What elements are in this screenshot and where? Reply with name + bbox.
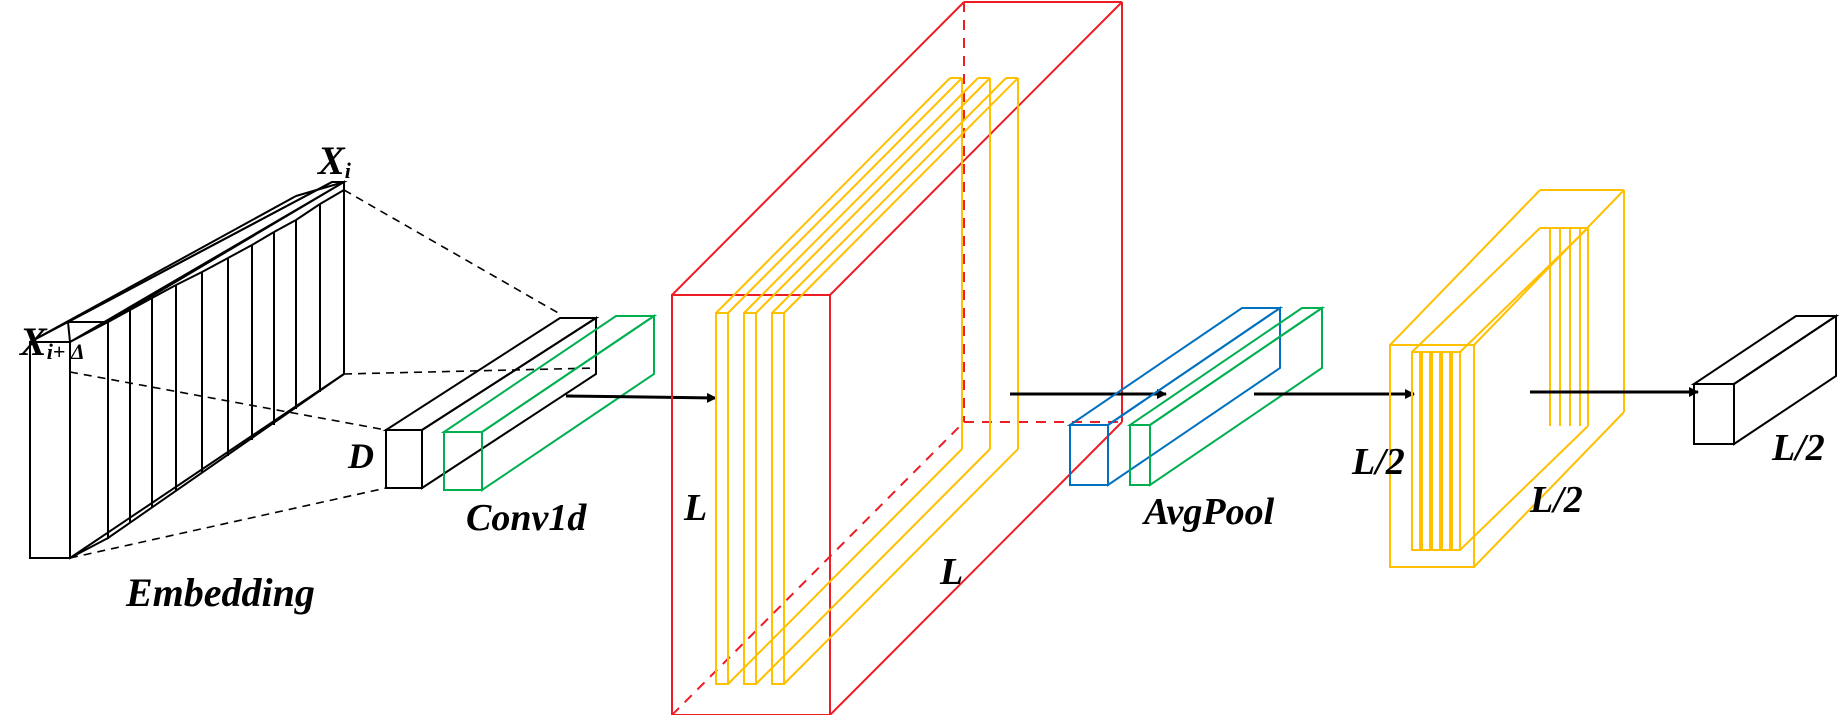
pooled-feature-box bbox=[1389, 189, 1625, 568]
arrow-conv-to-feature bbox=[565, 392, 717, 403]
label-d: D bbox=[347, 436, 374, 476]
label-l2-right: L/2 bbox=[1771, 427, 1825, 469]
label-xi: Xi bbox=[316, 138, 352, 183]
label-embedding: Embedding bbox=[125, 570, 315, 615]
output-block bbox=[1690, 314, 1840, 446]
label-l-bottom: L bbox=[939, 551, 963, 593]
label-l2-mid: L/2 bbox=[1529, 479, 1583, 521]
d-block bbox=[382, 316, 600, 490]
label-avgpool: AvgPool bbox=[1142, 491, 1275, 533]
label-conv1d: Conv1d bbox=[466, 497, 587, 539]
avgpool-green-block bbox=[1126, 306, 1326, 487]
avgpool-blue-block bbox=[1066, 306, 1284, 487]
feature-slabs bbox=[715, 77, 1019, 685]
projection-lines bbox=[69, 189, 597, 559]
label-l-front: L bbox=[683, 487, 707, 529]
feature-map-box bbox=[671, 1, 1123, 715]
conv1d-block bbox=[440, 314, 658, 492]
embedding-block bbox=[29, 180, 348, 560]
label-xi-delta: Xi+ Δ bbox=[18, 319, 85, 364]
label-l2-left: L/2 bbox=[1351, 441, 1405, 483]
